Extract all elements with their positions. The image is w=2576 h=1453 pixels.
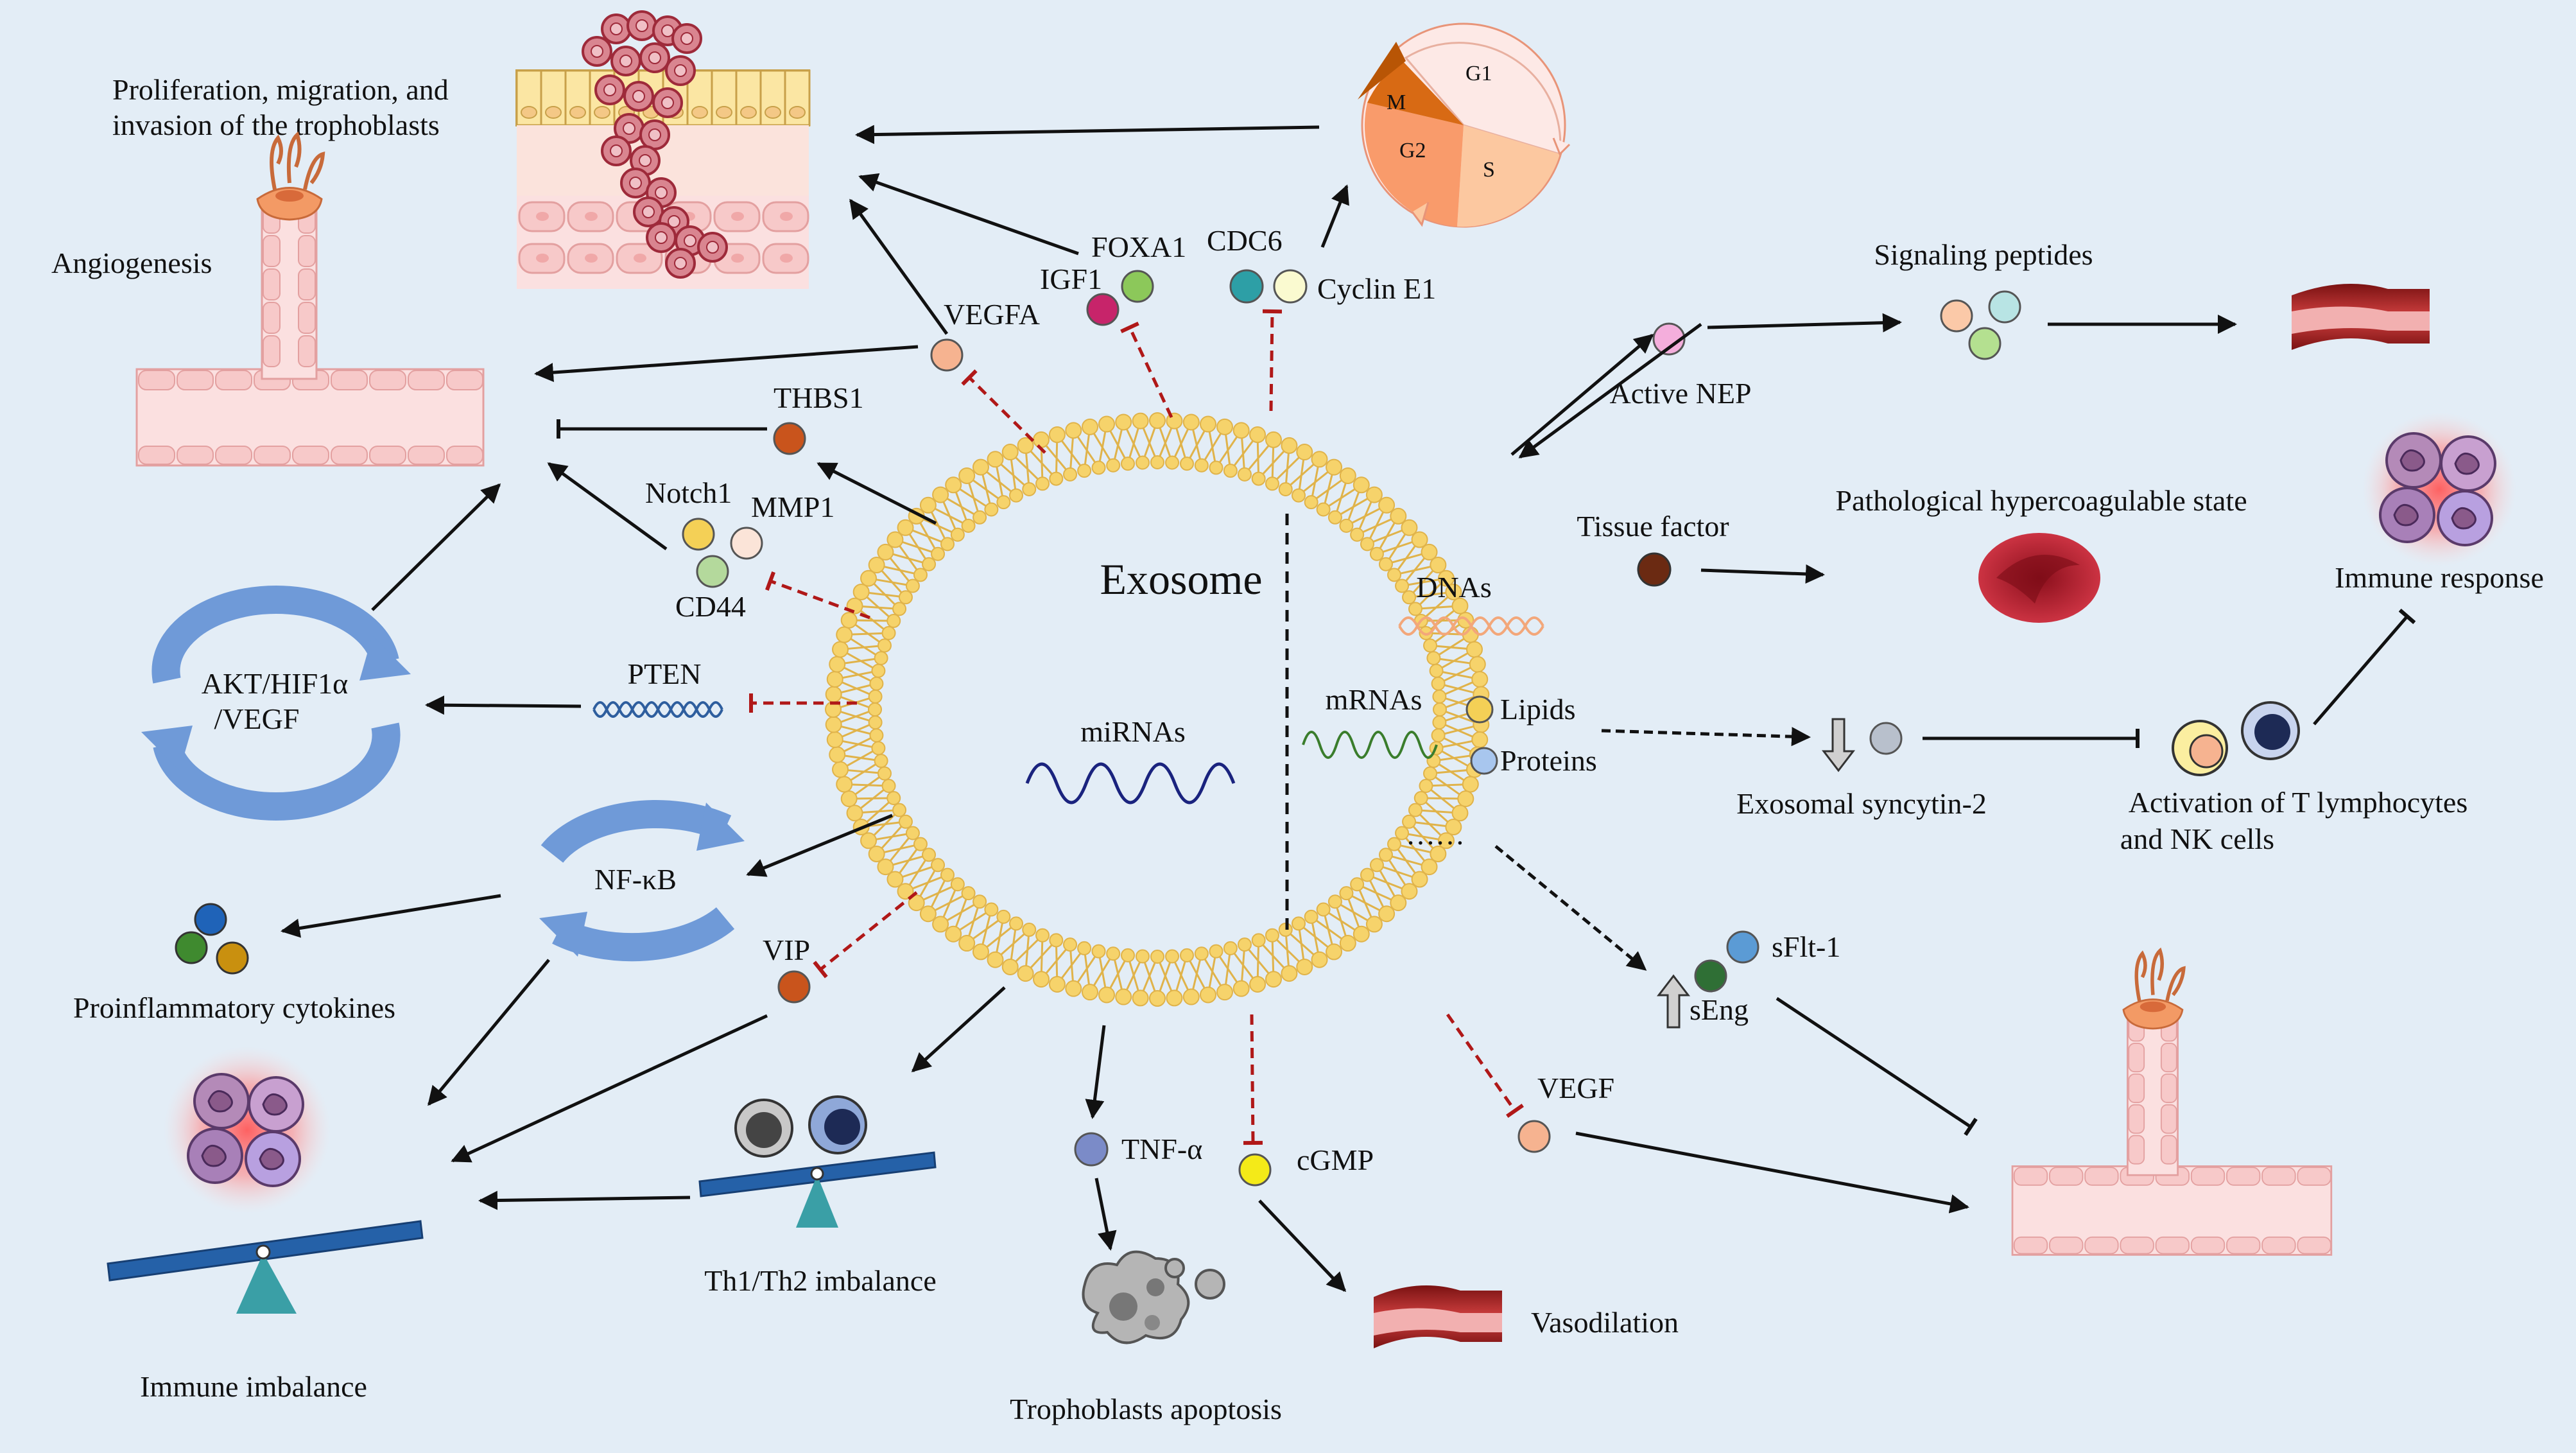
- cdc6-dot: [1229, 269, 1264, 304]
- vip-dot: [777, 970, 811, 1004]
- angiogenesis-vessel-icon: [135, 131, 485, 467]
- th-balance-scale-icon: [698, 1151, 937, 1228]
- cyclin-e1-label: Cyclin E1: [1317, 272, 1436, 305]
- immune-response-label: Immune response: [2335, 561, 2544, 594]
- trophoblast-tissue-icon: [515, 10, 811, 289]
- cgmp-dot: [1238, 1153, 1272, 1187]
- lipids-label: Lipids: [1500, 693, 1576, 726]
- pten-strand-icon: [592, 701, 723, 718]
- tissue-factor-label: Tissue factor: [1577, 510, 1729, 543]
- cycle-s-label: S: [1483, 158, 1495, 182]
- vegf-label: VEGF: [1537, 1072, 1614, 1104]
- notch1-dot: [682, 518, 715, 551]
- tnf-label: TNF-α: [1121, 1133, 1202, 1165]
- mmp1-label: MMP1: [751, 491, 834, 523]
- vessel-tissue-icon: [2011, 947, 2333, 1256]
- notch1-label: Notch1: [645, 476, 732, 509]
- sflt1-dot: [1726, 930, 1759, 964]
- cdc6-label: CDC6: [1207, 224, 1283, 257]
- seng-label: sEng: [1690, 993, 1749, 1026]
- cyclin-e1-dot: [1273, 269, 1308, 304]
- syncytin-dot: [1869, 722, 1903, 755]
- syncytin-label: Exosomal syncytin-2: [1736, 787, 1987, 820]
- nfkb-cycle-icon: [539, 800, 745, 962]
- apoptosis-label: Trophoblasts apoptosis: [1010, 1393, 1282, 1425]
- proteins-label: Proteins: [1500, 744, 1597, 777]
- mrna-strand-icon: [1302, 731, 1438, 759]
- activation-label-line1: Activation of T lymphocytes: [2129, 786, 2468, 819]
- vegf-dot: [1517, 1120, 1551, 1153]
- vessel-icon: [2292, 284, 2430, 350]
- blood-vessel-icon: [1374, 1285, 1502, 1348]
- igf1-dot: [1086, 293, 1119, 326]
- angiogenesis-label: Angiogenesis: [51, 247, 212, 279]
- th-imbalance-label: Th1/Th2 imbalance: [704, 1264, 937, 1297]
- balance-scale-icon: [107, 1220, 424, 1314]
- foxa1-dot: [1121, 270, 1154, 303]
- mmp1-dot: [730, 526, 763, 560]
- red-inhibition-lines: [749, 309, 1525, 1145]
- red-blood-cell-icon: [1978, 533, 2100, 623]
- sflt1-label: sFlt-1: [1772, 930, 1840, 963]
- mrnas-label: mRNAs: [1326, 683, 1422, 716]
- immune-response-icon: [2362, 412, 2516, 566]
- dnas-label: DNAs: [1416, 571, 1492, 604]
- cycle-m-label: M: [1387, 91, 1406, 114]
- cycle-g1-label: G1: [1465, 62, 1492, 85]
- dna-strand-icon-2: [1398, 616, 1544, 636]
- nfkb-label: NF-κB: [594, 863, 677, 896]
- vegfa-dot: [930, 338, 964, 372]
- cytokines-icon: [175, 903, 249, 975]
- up-arrow-icon: [1656, 974, 1691, 1029]
- down-arrow-icon: [1821, 718, 1856, 772]
- signaling-peptides-label: Signaling peptides: [1874, 238, 2093, 271]
- immune-imbalance-label: Immune imbalance: [140, 1370, 367, 1403]
- ellipsis-label: ……: [1406, 818, 1465, 851]
- cell-cycle-icon: G1 S G2 M: [1358, 22, 1571, 228]
- proteins-dot: [1470, 747, 1498, 775]
- mirnas-label: miRNAs: [1080, 715, 1186, 748]
- immune-cells-icon: [164, 1047, 331, 1214]
- akt-label-line2: /VEGF: [214, 702, 300, 735]
- akt-label-line1: AKT/HIF1α: [202, 667, 349, 700]
- cycle-g2-label: G2: [1399, 139, 1426, 162]
- arrows: [281, 125, 2237, 1292]
- tissue-factor-dot: [1637, 552, 1672, 587]
- activation-label-line2: and NK cells: [2120, 822, 2274, 855]
- cd44-dot: [696, 555, 729, 588]
- inhibition-lines: [557, 419, 2416, 1136]
- vip-label: VIP: [763, 934, 810, 966]
- seng-dot: [1694, 959, 1727, 993]
- lipids-dot: [1465, 695, 1494, 724]
- hypercoagulable-label: Pathological hypercoagulable state: [1835, 484, 2247, 517]
- thbs1-dot: [773, 422, 806, 455]
- mirna-strand-icon: [1025, 762, 1236, 805]
- exosome-membrane: [825, 412, 1490, 1007]
- peptides-icon: [1940, 290, 2021, 360]
- apoptotic-cell-icon: [1082, 1250, 1225, 1344]
- akt-cycle-icon: [141, 585, 411, 821]
- active-nep-label: Active NEP: [1609, 377, 1751, 410]
- lymphocyte-icon: [734, 1095, 867, 1158]
- cgmp-label: cGMP: [1297, 1144, 1374, 1176]
- foxa1-label: FOXA1: [1091, 231, 1186, 263]
- proliferation-label-line1: Proliferation, migration, and: [112, 73, 449, 106]
- proinflammatory-label: Proinflammatory cytokines: [73, 991, 395, 1024]
- cd44-label: CD44: [675, 590, 746, 623]
- tnf-dot: [1074, 1132, 1109, 1167]
- igf1-label: IGF1: [1040, 263, 1102, 295]
- vegfa-label: VEGFA: [944, 298, 1040, 331]
- thbs1-label: THBS1: [774, 381, 864, 414]
- lymphocyte-pair-icon: [2172, 701, 2300, 776]
- pten-label: PTEN: [628, 657, 702, 690]
- exosome-label: Exosome: [1100, 555, 1262, 604]
- proliferation-label-line2: invasion of the trophoblasts: [112, 109, 440, 141]
- vasodilation-label: Vasodilation: [1531, 1306, 1679, 1339]
